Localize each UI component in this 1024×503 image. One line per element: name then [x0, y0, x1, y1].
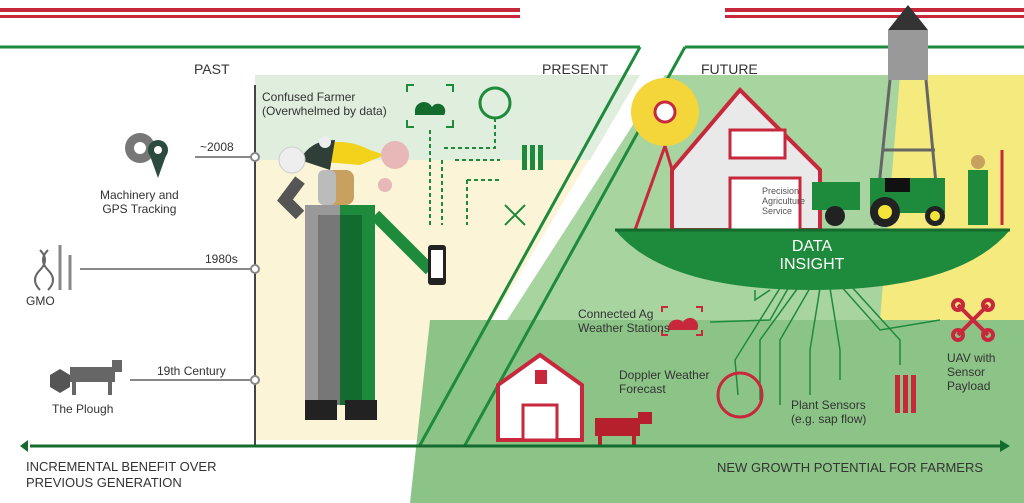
- label-line: Machinery and: [100, 188, 179, 202]
- label-line: Weather Stations: [578, 321, 670, 335]
- dna-plant-icon: [34, 245, 72, 291]
- wheat-icon: [522, 145, 543, 170]
- confused-farmer-illustration: [277, 136, 446, 420]
- label-line: Service: [762, 206, 793, 216]
- label-line: Connected Ag: [578, 307, 654, 321]
- timeline-date-1980s: 1980s: [205, 252, 238, 266]
- label-line: PREVIOUS GENERATION: [26, 475, 182, 490]
- fence-top: [0, 8, 1024, 18]
- confused-farmer-label: Confused Farmer(Overwhelmed by data): [262, 90, 387, 118]
- label-line: (Overwhelmed by data): [262, 104, 387, 118]
- timeline-date-19th-century: 19th Century: [157, 364, 226, 378]
- section-past-title: PAST: [194, 61, 230, 77]
- label-line: UAV with: [947, 351, 996, 365]
- label-line: GPS Tracking: [102, 202, 177, 216]
- doppler-globe-icon: [716, 371, 764, 419]
- label-line: Plant Sensors: [791, 398, 866, 412]
- label-line: Forecast: [619, 382, 666, 396]
- label-line: Sensor: [947, 365, 986, 379]
- footer-new-growth: NEW GROWTH POTENTIAL FOR FARMERS: [717, 460, 984, 475]
- label-line: INSIGHT: [779, 256, 845, 273]
- timeline-label-gmo: GMO: [26, 294, 55, 308]
- section-future-title: FUTURE: [701, 61, 758, 77]
- plant-sensors-label: Plant Sensors(e.g. sap flow): [791, 398, 866, 426]
- label-line: Precision: [762, 186, 800, 196]
- label-line: Doppler Weather: [619, 368, 710, 382]
- future-farmer-illustration: [968, 150, 1004, 225]
- weather-station-icon: [661, 306, 703, 336]
- cloud-icon: [414, 102, 446, 115]
- timeline-label-plough: The Plough: [52, 402, 114, 416]
- label-line: Confused Farmer: [262, 90, 356, 104]
- data-insight-hub: [615, 230, 1010, 290]
- gear-gps-icon: [125, 133, 168, 178]
- cow-illustration: [595, 412, 652, 446]
- circuit-roots: [709, 284, 941, 405]
- plant-sensor-icon: [895, 375, 916, 413]
- section-present-title: PRESENT: [542, 61, 609, 77]
- small-barn-illustration: [496, 352, 584, 442]
- label-line: (e.g. sap flow): [791, 412, 867, 426]
- label-line: INCREMENTAL BENEFIT OVER: [26, 459, 217, 474]
- label-line: Agriculture: [762, 196, 806, 206]
- present-data-icons: [406, 84, 526, 226]
- uav-drone-icon: [951, 298, 995, 342]
- label-line: DATA: [791, 238, 833, 255]
- timeline-date-2008: ~2008: [200, 140, 234, 154]
- tractor-illustration: [812, 178, 945, 227]
- horse-plough-icon: [50, 360, 122, 395]
- label-line: Payload: [947, 379, 991, 393]
